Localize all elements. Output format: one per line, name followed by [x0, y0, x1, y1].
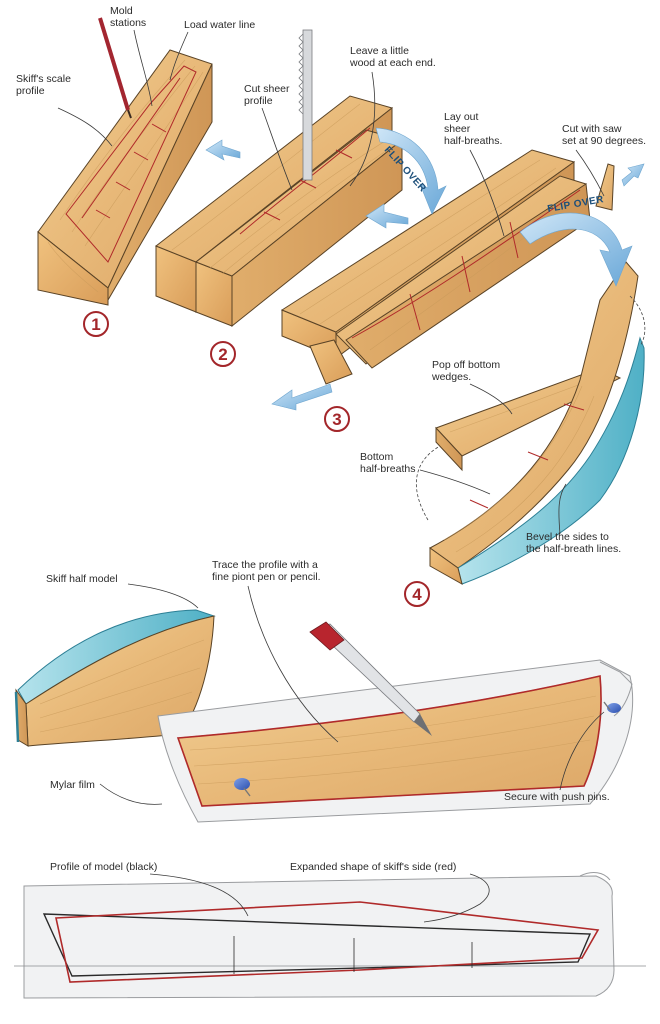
- leave-wood-label-line1: Leave a little: [350, 45, 409, 57]
- step-2-block: [155, 29, 404, 328]
- skiff-scale-profile-label-line1: Skiff's scale: [16, 73, 71, 85]
- middle-labels: Skiff half model Trace the profile with …: [46, 559, 610, 805]
- cut-sheer-profile-label-line1: Cut sheer: [244, 83, 290, 95]
- blue-arrows: [205, 127, 645, 411]
- step-number-2: 2: [218, 345, 227, 364]
- mold-stations-label-line2: stations: [110, 17, 146, 29]
- mylar-tracing-setup: [157, 621, 634, 823]
- step-3-block: [280, 149, 615, 385]
- bevel-sides-label-line2: the half-breath lines.: [526, 543, 621, 555]
- pop-off-label-line1: Pop off bottom: [432, 359, 500, 371]
- skiff-scale-profile-label-line2: profile: [16, 85, 45, 97]
- top-labels: Mold stations Load water line Skiff's sc…: [16, 5, 646, 237]
- step-circles: 1 2 3 4: [83, 311, 430, 607]
- cut-sheer-profile-label-line2: profile: [244, 95, 273, 107]
- bevel-sides-label-line1: Bevel the sides to: [526, 531, 609, 543]
- push-pin-icon: [603, 701, 621, 713]
- cut-with-saw-label-line2: set at 90 degrees.: [562, 135, 646, 147]
- model-profile-black: [42, 913, 592, 977]
- step-number-3: 3: [332, 410, 341, 429]
- expanded-profile-panel: Profile of model (black) Expanded shape …: [14, 861, 646, 999]
- lay-out-sheer-label-line3: half-breaths.: [444, 135, 502, 147]
- expanded-side-red: [55, 901, 600, 983]
- trace-profile-label-line2: fine piont pen or pencil.: [212, 571, 321, 583]
- skiff-half-model: [14, 609, 216, 747]
- lay-out-sheer-label-line2: sheer: [444, 123, 471, 135]
- flip-over-arrow-2: [519, 212, 633, 287]
- load-water-line-label: Load water line: [184, 19, 255, 31]
- secure-pins-label: Secure with push pins.: [504, 791, 610, 803]
- lay-out-sheer-label-line1: Lay out: [444, 111, 479, 123]
- skiff-half-model-label: Skiff half model: [46, 573, 118, 585]
- bottom-half-breaths-label-line1: Bottom: [360, 451, 394, 463]
- mylar-film-label: Mylar film: [50, 779, 95, 791]
- leave-wood-label-line2: wood at each end.: [349, 57, 436, 69]
- trace-profile-label-line1: Trace the profile with a: [212, 559, 318, 571]
- mold-stations-label-line1: Mold: [110, 5, 133, 17]
- cut-with-saw-label-line1: Cut with saw: [562, 123, 622, 135]
- fine-point-pen: [309, 621, 432, 736]
- pop-off-label-line2: wedges.: [431, 371, 471, 383]
- flip-over-arrow-1: [375, 127, 447, 215]
- push-pin-icon: [234, 778, 251, 797]
- step-number-1: 1: [91, 315, 100, 334]
- expanded-shape-label: Expanded shape of skiff's side (red): [290, 861, 456, 873]
- step-number-4: 4: [412, 585, 422, 604]
- step-4-block: [415, 261, 646, 586]
- profile-of-model-label: Profile of model (black): [50, 861, 157, 873]
- step-1-block: [37, 17, 213, 306]
- step-4-labels: Pop off bottom wedges. Bottom half-breat…: [360, 359, 621, 555]
- bottom-half-breaths-label-line2: half-breaths: [360, 463, 415, 475]
